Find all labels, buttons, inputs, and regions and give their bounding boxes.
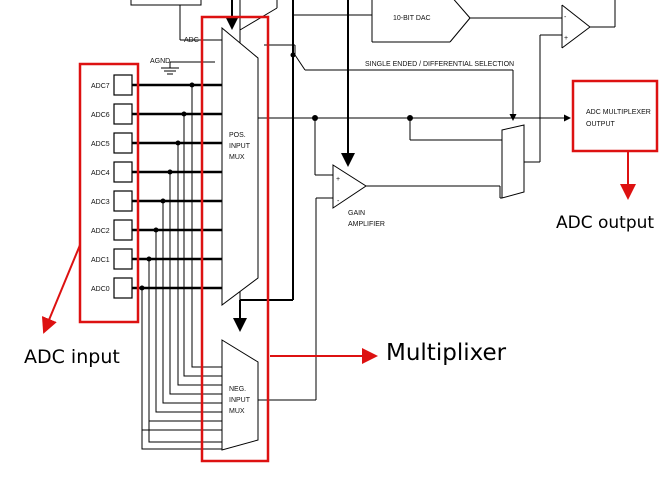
- gain-minus: -: [337, 198, 340, 205]
- adc-input-highlight: [78, 62, 140, 324]
- gain-amp-line2: AMPLIFIER: [348, 221, 385, 228]
- neg-mux-line2: INPUT: [229, 397, 251, 404]
- neg-tap-line: [191, 85, 222, 368]
- multiplixer-annotation: Multiplixer: [386, 340, 507, 366]
- adc-pin-box: [113, 248, 133, 270]
- adc-channel-label: ADC6: [91, 112, 110, 119]
- adc-channel-label: ADC1: [91, 257, 110, 264]
- adc-pin-box: [113, 190, 133, 212]
- adc-channel-label: ADC4: [91, 170, 110, 177]
- pos-mux-line2: INPUT: [229, 143, 251, 150]
- annotation-arrows: [41, 151, 636, 364]
- junction-dot: [312, 115, 318, 121]
- signal-path: [258, 114, 571, 401]
- neg-tap-line: [141, 288, 222, 450]
- amux-output-line1: ADC MULTIPLEXER: [586, 109, 651, 116]
- adc-pin-box: [113, 219, 133, 241]
- neg-input-mux: [221, 339, 259, 451]
- adc-channel-label: ADC2: [91, 228, 110, 235]
- neg-tap-line: [148, 259, 222, 422]
- adc-input-annotation: ADC input: [24, 346, 120, 368]
- pos-mux-line3: MUX: [229, 154, 245, 161]
- opamp-minus: -: [564, 14, 567, 21]
- multiplexer-highlight: [200, 15, 270, 463]
- adc-channel-label: ADC5: [91, 141, 110, 148]
- top-wires: [130, 0, 616, 332]
- adc-output-annotation: ADC output: [556, 213, 654, 233]
- adc-channel-label: ADC0: [91, 286, 110, 293]
- neg-tap-line: [169, 172, 222, 395]
- adc-pin-box: [113, 277, 133, 299]
- pos-input-mux: [221, 26, 259, 306]
- amux-output-line2: OUTPUT: [586, 121, 616, 128]
- neg-tap-line: [177, 143, 222, 386]
- adc-pin-box: [113, 132, 133, 154]
- adc-top-label: ADC: [184, 37, 199, 44]
- adc-output-highlight: [571, 79, 659, 153]
- highlights: [78, 15, 659, 463]
- agnd-symbol: [161, 61, 215, 75]
- neg-mux-line1: NEG.: [229, 386, 246, 393]
- gain-amp-line1: GAIN: [348, 210, 365, 217]
- gain-plus: +: [336, 176, 340, 183]
- neg-tap-line: [155, 230, 222, 413]
- adc-pin-box: [113, 103, 133, 125]
- pos-mux-line1: POS.: [229, 132, 246, 139]
- agnd-label: AGND: [150, 58, 170, 65]
- adc-pin-box: [113, 161, 133, 183]
- neg-tap-line: [141, 288, 222, 431]
- top-left-box: [130, 0, 202, 6]
- adc-channel-label: ADC7: [91, 83, 110, 90]
- adc-channel-label: ADC3: [91, 199, 110, 206]
- adc-pin-box: [113, 74, 133, 96]
- neg-mux-line3: MUX: [229, 408, 245, 415]
- dac-label: 10-BIT DAC: [393, 15, 431, 22]
- opamp-plus: +: [564, 35, 568, 42]
- junction-dot: [407, 115, 413, 121]
- selection-label: SINGLE ENDED / DIFFERENTIAL SELECTION: [365, 61, 514, 68]
- neg-tap-line: [148, 259, 222, 443]
